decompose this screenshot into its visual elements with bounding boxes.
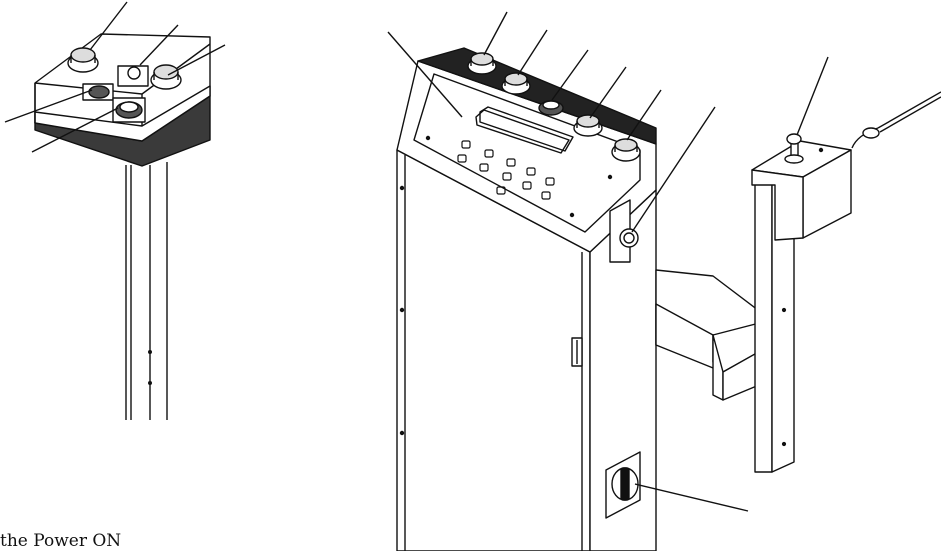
- pedestal-button-2: [117, 65, 149, 87]
- pedestal-button-5: [112, 97, 146, 123]
- station-callout: [796, 56, 829, 136]
- side-mount-stop-station: [655, 56, 941, 473]
- cabinet-button-5: [611, 138, 641, 162]
- figure-caption: the Power ON: [0, 531, 122, 551]
- door-hinge: [571, 337, 583, 367]
- cabinet-button-2: [501, 72, 531, 95]
- station-stop-button: [784, 133, 804, 164]
- control-cabinet: [387, 11, 749, 551]
- slanted-control-panel: [396, 60, 657, 253]
- pedestal-button-3: [150, 64, 182, 90]
- main-power-switch: [605, 451, 641, 519]
- cabinet-button-4: [573, 114, 603, 137]
- cabinet-callouts: [387, 11, 749, 512]
- pedestal-callouts: [4, 1, 226, 153]
- pull-cable: [851, 91, 941, 149]
- cabinet-button-1: [467, 52, 497, 75]
- side-selector-switch: [609, 199, 639, 263]
- pedestal-pole: [125, 162, 168, 420]
- pedestal-button-1: [67, 47, 99, 73]
- pedestal-control-box: [4, 1, 226, 420]
- cabinet-button-3: [538, 100, 564, 116]
- display-window: [475, 109, 570, 154]
- keypad: [457, 140, 555, 200]
- pedestal-button-4: [82, 83, 114, 101]
